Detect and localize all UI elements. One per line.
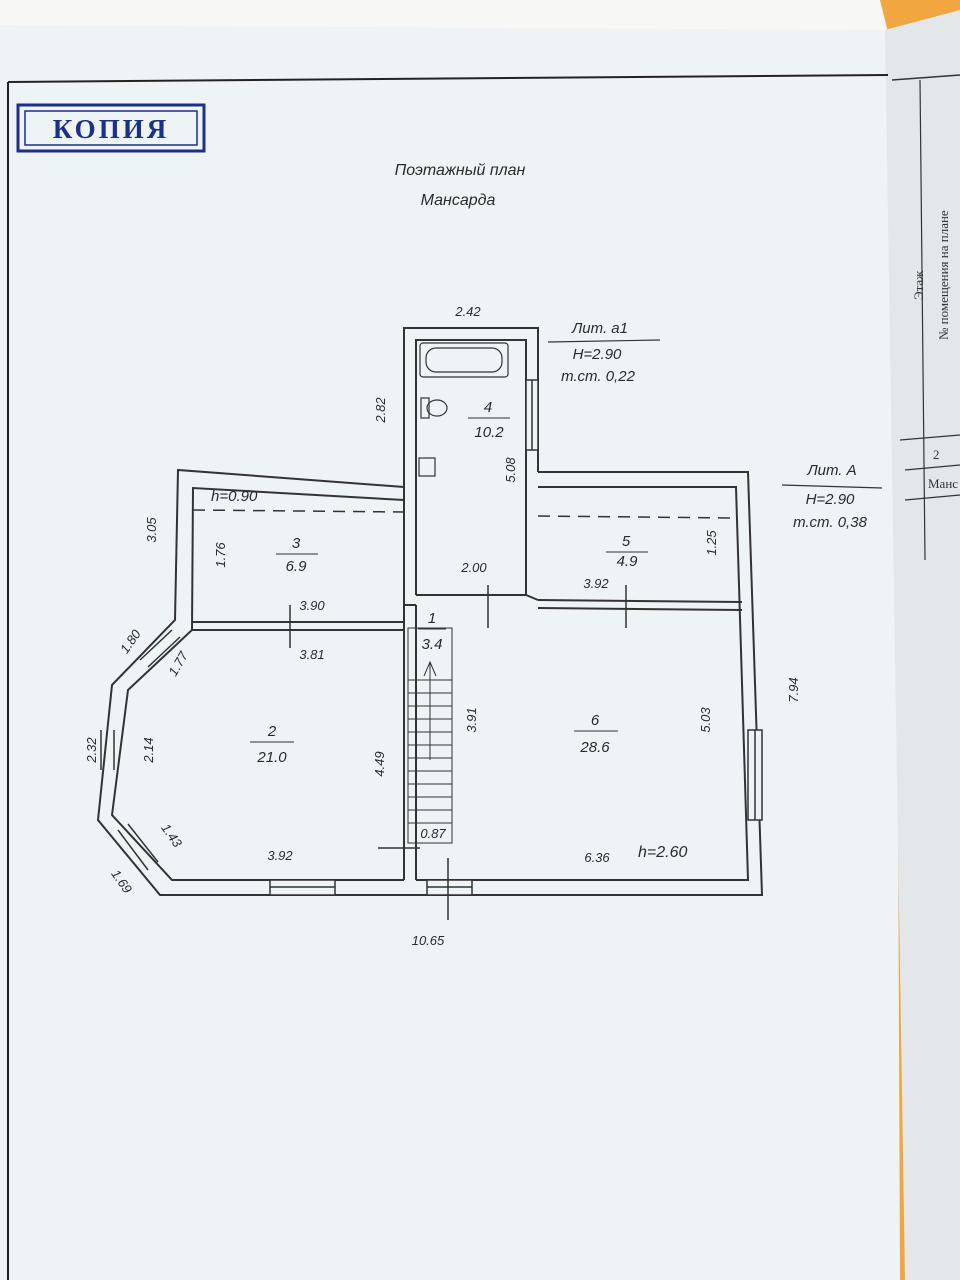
room-2-number: 2 <box>267 723 277 740</box>
room-6-area: 28.6 <box>579 739 610 756</box>
dim-room3-left-height: 3.05 <box>144 517 159 543</box>
building-walls <box>96 327 764 896</box>
room-6-number: 6 <box>591 712 600 729</box>
dim-room2-bottom-width: 3.92 <box>267 848 293 863</box>
room-1-number: 1 <box>428 610 436 627</box>
room-labels: 1 3.4 2 21.0 3 6.9 4 10.2 5 4.9 6 28.6 <box>250 399 648 766</box>
dim-room6-width: 6.36 <box>584 850 610 865</box>
paper-top-edge <box>0 0 885 30</box>
stamp-label: КОПИЯ <box>53 114 169 144</box>
page-frame-top <box>7 74 889 83</box>
copy-stamp: КОПИЯ <box>16 103 206 153</box>
staircase <box>407 627 453 844</box>
dim-bay-side-inner: 2.14 <box>141 737 156 763</box>
litera-a1-name: Лит. а1 <box>571 320 628 337</box>
side-table: Этаж № помещения на плане 2 Манс <box>891 74 960 561</box>
side-floor-no: 2 <box>933 447 940 462</box>
litera-a1-height: H=2.90 <box>573 346 622 363</box>
attic-line-right <box>537 515 737 519</box>
dim-room3-width: 3.90 <box>299 598 325 613</box>
height-room-6: h=2.60 <box>638 844 687 861</box>
dim-stair-width: 0.87 <box>420 826 446 841</box>
paper-page <box>0 0 900 1280</box>
dim-corridor-width: 2.00 <box>460 560 487 575</box>
dim-bay-side-outer: 2.32 <box>84 737 99 764</box>
toilet-tank-icon <box>420 397 430 419</box>
windows <box>100 379 763 896</box>
page-title: Поэтажный план <box>395 162 526 179</box>
room-1-area: 3.4 <box>422 636 443 653</box>
dim-room3-inner-height: 1.76 <box>213 542 228 568</box>
side-floor-name: Манс <box>928 476 958 491</box>
dim-right-total-height: 7.94 <box>786 677 801 702</box>
room-3-number: 3 <box>292 535 301 552</box>
room-5-area: 4.9 <box>617 553 639 570</box>
dim-wc-height-left: 2.82 <box>373 397 388 424</box>
stair-arrow-icon <box>423 660 437 677</box>
litera-a1-wall: т.ст. 0,22 <box>561 368 636 385</box>
dim-top-wc-width: 2.42 <box>454 304 481 319</box>
litera-a-wall: т.ст. 0,38 <box>793 514 868 531</box>
room-3-area: 6.9 <box>286 558 308 575</box>
litera-a1: Лит. а1 H=2.90 т.ст. 0,22 <box>547 320 661 385</box>
litera-a-name: Лит. А <box>806 462 856 479</box>
side-col-room-no: № помещения на плане <box>936 210 951 340</box>
height-attic-low: h=0.90 <box>211 488 258 505</box>
dim-room6-height: 5.03 <box>698 707 713 733</box>
room-5-number: 5 <box>622 533 631 550</box>
dim-wc-inner-height: 5.08 <box>503 457 518 483</box>
next-page <box>885 10 960 1280</box>
bathtub-inner <box>425 347 503 373</box>
dim-room2-top-width: 3.81 <box>299 647 324 662</box>
dim-room5-width: 3.92 <box>583 576 609 591</box>
page-subtitle: Мансарда <box>421 192 496 209</box>
room-2-area: 21.0 <box>256 749 287 766</box>
bathtub-icon <box>419 342 509 378</box>
door-marks <box>289 585 627 920</box>
litera-a-height: H=2.90 <box>806 491 855 508</box>
sink-icon <box>418 457 436 477</box>
dim-stair-height: 3.91 <box>464 707 479 732</box>
toilet-bowl-icon <box>426 399 448 417</box>
litera-a: Лит. А H=2.90 т.ст. 0,38 <box>781 462 883 531</box>
dim-total-width: 10.65 <box>412 933 445 948</box>
room-4-area: 10.2 <box>474 424 504 441</box>
dim-room5-height: 1.25 <box>704 530 719 556</box>
bathroom-fixtures <box>418 342 509 477</box>
room-4-number: 4 <box>484 399 492 416</box>
side-col-floor: Этаж <box>911 270 926 300</box>
attic-line-left <box>192 509 405 513</box>
dim-room2-height: 4.49 <box>372 751 387 776</box>
